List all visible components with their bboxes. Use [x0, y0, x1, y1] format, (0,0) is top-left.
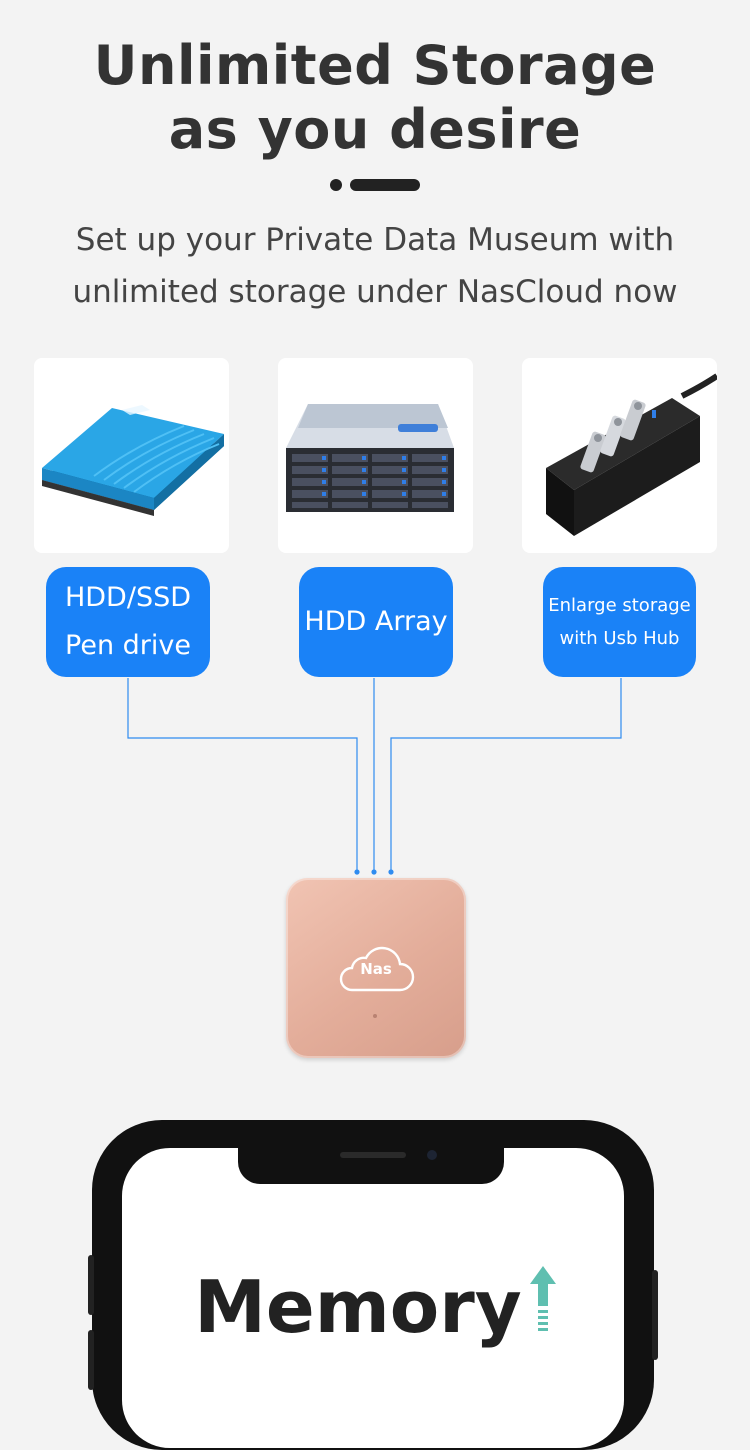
divider-dot	[330, 179, 342, 191]
phone-camera	[427, 1150, 437, 1160]
hdd-array-label: HDD Array	[299, 567, 453, 677]
phone-power-button	[652, 1270, 658, 1360]
external-drive-card	[34, 358, 229, 553]
nas-device	[286, 878, 466, 1058]
hdd-ssd-label-line1: HDD/SSD	[64, 582, 192, 613]
memory-text: Memory	[0, 1262, 750, 1352]
page-title-line2: as you desire	[168, 98, 582, 161]
connector-lines	[127, 678, 622, 875]
usb-hub-image	[546, 373, 717, 536]
usb-hub-card	[522, 358, 717, 553]
subtitle-line1: Set up your Private Data Museum with	[75, 222, 675, 258]
arrow-up-icon	[529, 1266, 556, 1331]
usb-hub-label-line2: with Usb Hub	[559, 628, 680, 649]
subtitle-line2: unlimited storage under NasCloud now	[72, 274, 678, 310]
hdd-array-image	[286, 404, 454, 512]
page-title-line1: Unlimited Storage	[93, 34, 657, 97]
divider-dash	[350, 179, 420, 191]
external-drive-image	[42, 405, 224, 516]
usb-hub-label-line1: Enlarge storage	[548, 595, 691, 616]
hdd-ssd-label: HDD/SSD Pen drive	[46, 567, 210, 677]
hdd-array-label-text: HDD Array	[304, 606, 448, 637]
phone-side-button-2	[88, 1330, 94, 1390]
hdd-ssd-label-line2: Pen drive	[65, 630, 191, 661]
usb-hub-label: Enlarge storage with Usb Hub	[543, 567, 696, 677]
nas-logo-text: Nas	[360, 960, 392, 978]
phone-side-button	[88, 1255, 94, 1315]
cloud-icon	[339, 946, 415, 992]
nas-status-led	[373, 1014, 377, 1018]
phone-speaker	[340, 1152, 406, 1158]
memory-label: Memory	[194, 1265, 522, 1349]
hdd-array-card	[278, 358, 473, 553]
